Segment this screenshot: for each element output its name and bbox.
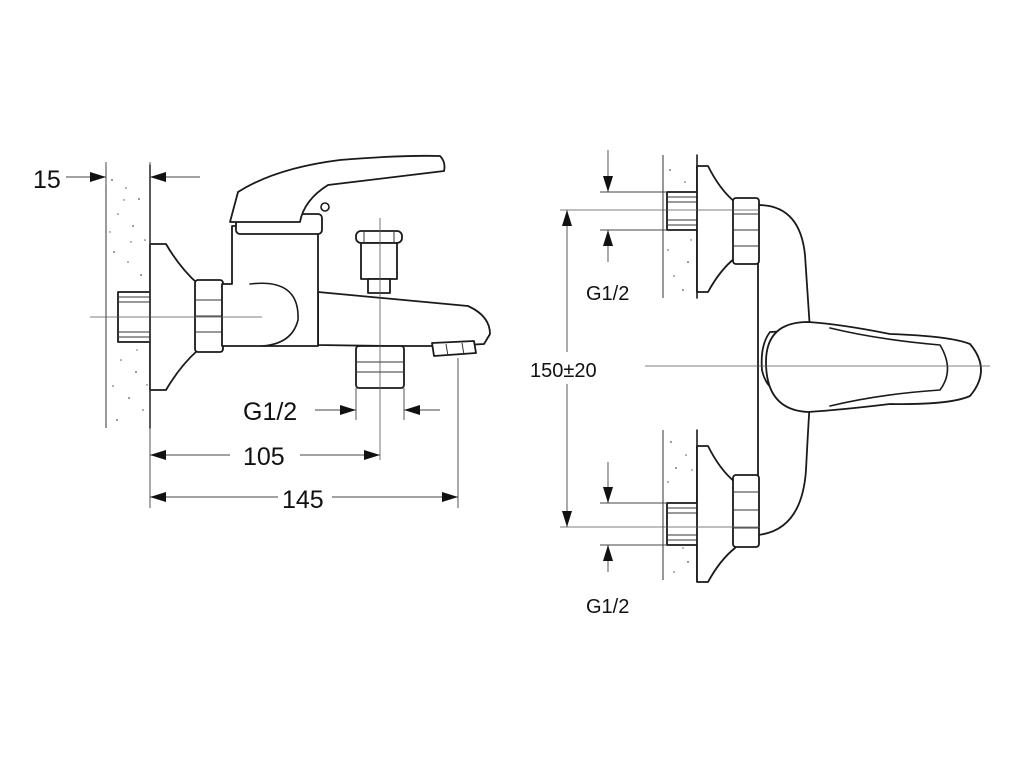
dim-label-145: 145 bbox=[282, 486, 324, 514]
dim-label-spacing: 150±20 bbox=[530, 360, 597, 382]
dimension-inlet-bottom: G1/2 bbox=[586, 462, 629, 618]
dim-label-inlet-bottom: G1/2 bbox=[586, 596, 629, 618]
front-view: G1/2 150±20 G1/2 bbox=[530, 150, 990, 618]
dimension-spacing: 150±20 bbox=[530, 210, 597, 527]
top-escutcheon bbox=[696, 165, 736, 293]
body-curve bbox=[249, 282, 299, 347]
front-body bbox=[757, 204, 811, 536]
diverter-knob bbox=[355, 230, 403, 294]
dim-label-105: 105 bbox=[243, 443, 285, 471]
wall-texture bbox=[109, 179, 148, 421]
dimension-15: 15 bbox=[33, 166, 200, 194]
dim-label-outlet: G1/2 bbox=[243, 398, 297, 426]
spout bbox=[317, 291, 491, 347]
lever-handle bbox=[229, 154, 446, 223]
dimension-145: 145 bbox=[150, 486, 458, 514]
front-lever-highlight bbox=[829, 327, 949, 407]
top-hex-nut bbox=[732, 197, 760, 265]
mixer-body bbox=[221, 225, 319, 347]
side-hex-nut bbox=[194, 279, 224, 353]
bottom-inlet-thread bbox=[666, 502, 700, 546]
aerator bbox=[431, 340, 477, 357]
top-inlet-thread bbox=[666, 191, 700, 231]
lever-pivot bbox=[320, 202, 330, 212]
dimension-105: 105 bbox=[150, 443, 380, 471]
dimension-outlet-g12: G1/2 bbox=[243, 398, 440, 426]
bottom-hex-nut bbox=[732, 474, 760, 548]
dimension-inlet-top: G1/2 bbox=[586, 150, 629, 305]
side-view: 15 G1/2 105 145 bbox=[33, 154, 491, 514]
front-lever bbox=[765, 321, 982, 413]
dim-label-inlet-top: G1/2 bbox=[586, 283, 629, 305]
bottom-escutcheon bbox=[696, 445, 736, 583]
dim-label-15: 15 bbox=[33, 166, 61, 194]
